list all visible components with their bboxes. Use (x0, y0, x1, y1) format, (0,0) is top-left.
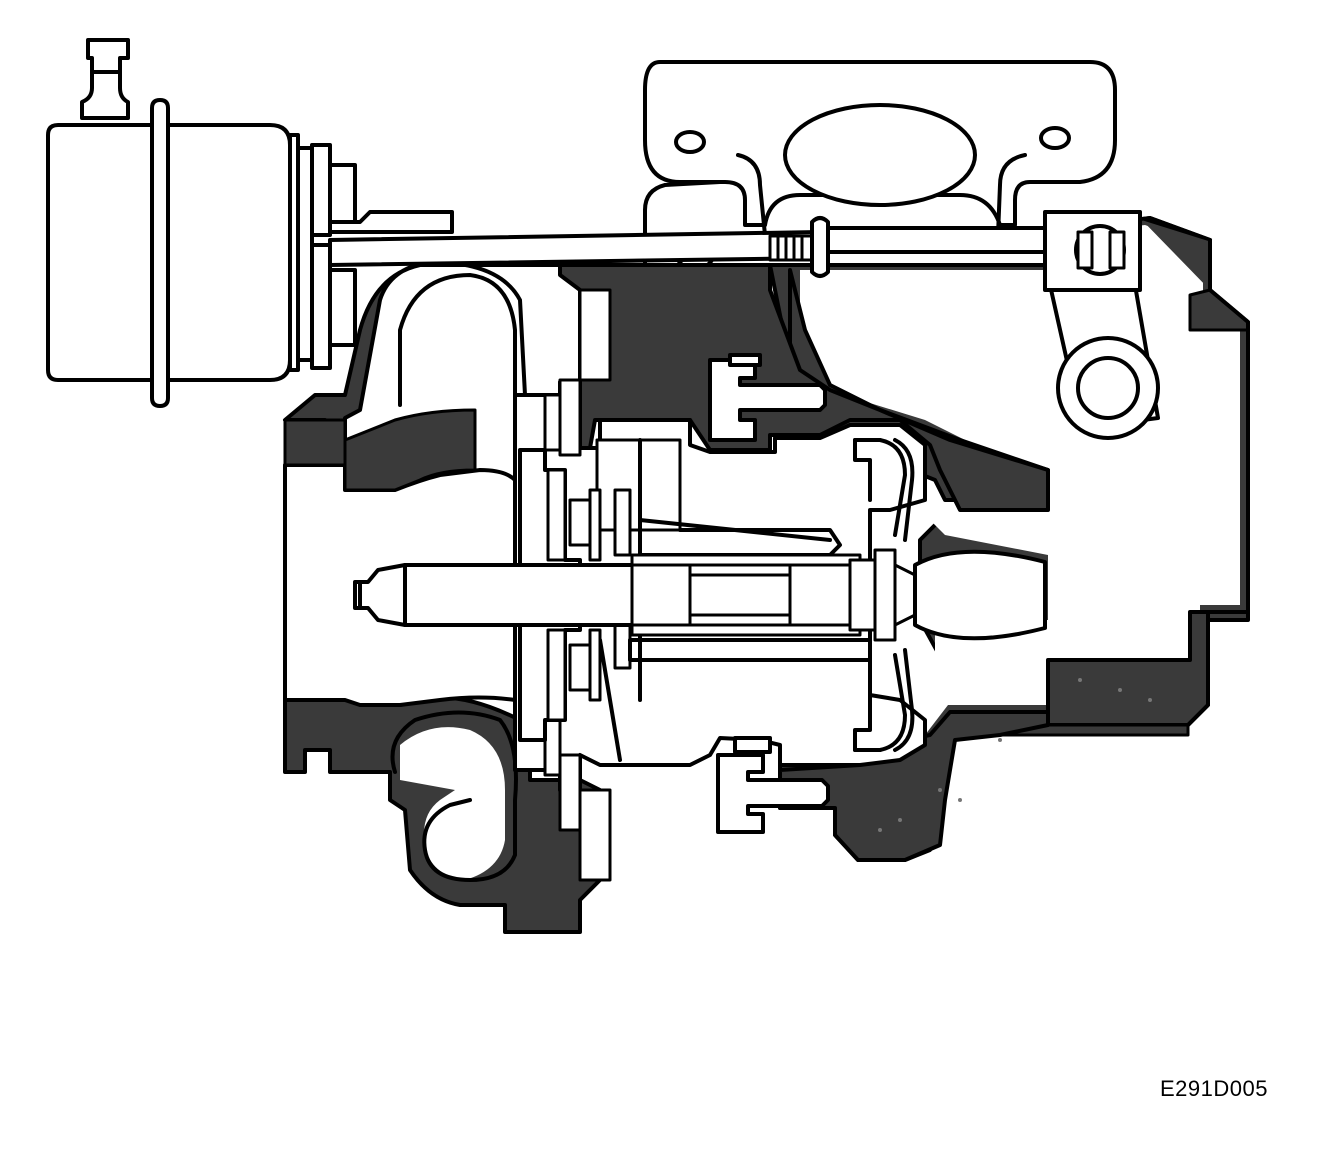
exhaust-flange (643, 60, 1117, 297)
mounting-bolt (716, 736, 830, 834)
compressor-wheel (518, 448, 602, 742)
wastegate-lever (1043, 210, 1160, 440)
casting-texture (878, 678, 1152, 832)
mounting-bolt (708, 353, 827, 442)
wastegate-actuator (46, 38, 357, 408)
turbo-shaft (353, 548, 917, 642)
rod-thread (768, 234, 814, 262)
figure-reference-code: E291D005 (1160, 1076, 1268, 1101)
actuator-hose-nipple (80, 38, 130, 120)
turbine-wheel (853, 438, 1047, 752)
